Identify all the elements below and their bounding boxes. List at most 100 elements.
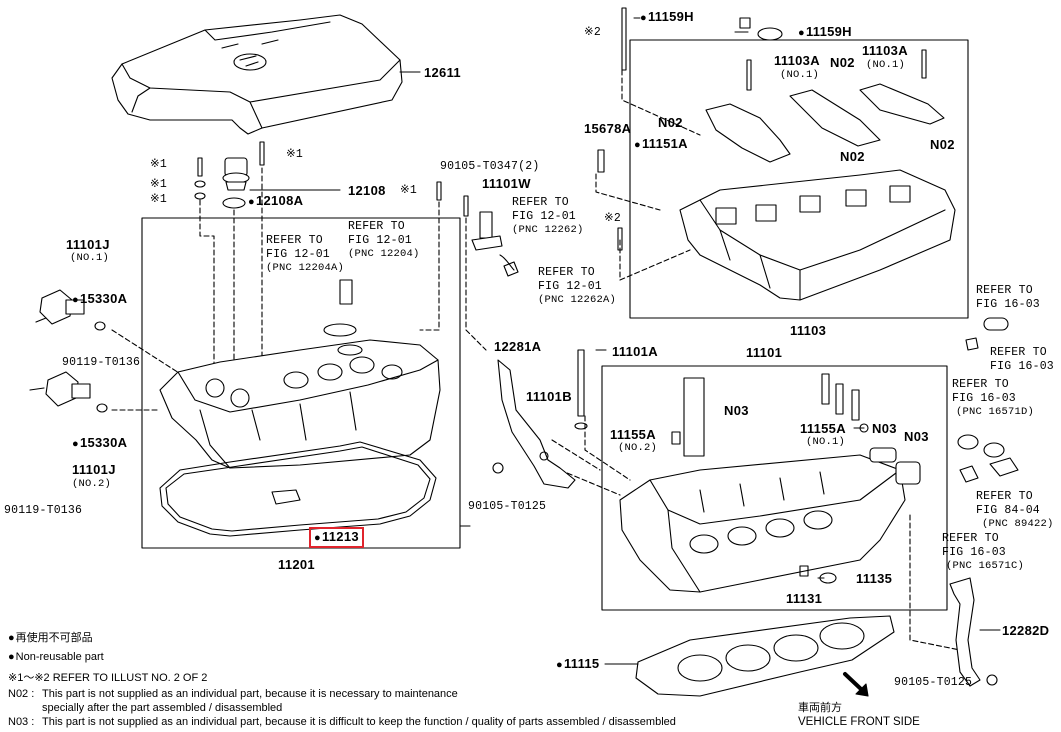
part-11101A[interactable]: 11101A [612, 344, 658, 359]
ref-1-line3: (PNC 12204A) [266, 262, 345, 274]
ref-9-line2: FIG 16-03 [942, 546, 1006, 559]
ref-5-line2: FIG 16-03 [976, 298, 1040, 311]
front-side-jp: 車両前方 [798, 702, 842, 714]
ref-3-line2: FIG 12-01 [512, 210, 576, 223]
part-11101[interactable]: 11101 [746, 345, 783, 360]
n02-label-d: N02 [930, 137, 955, 152]
part-15330A-2[interactable]: 15330A [72, 436, 127, 451]
oil-control-valves-drawing [29, 289, 108, 413]
part-90105-T0125-b[interactable]: 90105-T0125 [894, 676, 973, 689]
part-12282D[interactable]: 12282D [1002, 623, 1050, 638]
ref-8-line2: FIG 84-04 [976, 504, 1040, 517]
part-90119-T0136-1[interactable]: 90119-T0136 [62, 356, 141, 369]
part-11155A-no2-note: (NO.2) [618, 442, 658, 454]
legend-reuse-jp: 再使用不可部品 [8, 632, 93, 645]
ref-9-line1: REFER TO [942, 532, 999, 545]
n02-label-c: N02 [840, 149, 865, 164]
n03-label-b: N03 [872, 421, 897, 436]
ref-1-line1: REFER TO [266, 234, 323, 247]
head-cover-gasket-drawing [159, 441, 437, 537]
part-11155A-no2[interactable]: 11155A [610, 427, 656, 442]
part-11159H-1[interactable]: 11159H [640, 10, 694, 25]
note-mark-1d: ※1 [286, 148, 303, 161]
part-11115[interactable]: 11115 [556, 657, 599, 672]
part-11135[interactable]: 11135 [856, 571, 893, 586]
oil-cap-drawing [222, 157, 250, 209]
cylinder-head-drawing [574, 349, 921, 593]
legend-n03-label: N03 : [8, 716, 35, 728]
part-15678A[interactable]: 15678A [584, 121, 632, 136]
part-90105-T0347[interactable]: 90105-T0347(2) [440, 160, 540, 173]
part-11101J-no2-note: (NO.2) [72, 478, 112, 490]
part-12611[interactable]: 12611 [424, 65, 461, 80]
engine-cover-drawing [111, 14, 403, 135]
part-11101J-no1[interactable]: 11101J [66, 237, 110, 252]
part-11201[interactable]: 11201 [278, 557, 315, 572]
legend-note-refer: ※1～※2 REFER TO ILLUST NO. 2 OF 2 [8, 672, 208, 684]
ref-2-line2: FIG 12-01 [348, 234, 412, 247]
ref-7-line2: FIG 16-03 [952, 392, 1016, 405]
part-90119-T0136-2[interactable]: 90119-T0136 [4, 504, 83, 517]
part-11103A-2[interactable]: 11103A [862, 43, 908, 58]
ref-4-line2: FIG 12-01 [538, 280, 602, 293]
ref-7-line3: (PNC 16571D) [956, 406, 1035, 418]
ref-1-line2: FIG 12-01 [266, 248, 330, 261]
legend-n02-text1: This part is not supplied as an individu… [42, 688, 458, 700]
part-11103A-1[interactable]: 11103A [774, 53, 820, 68]
front-side-en: VEHICLE FRONT SIDE [798, 716, 920, 728]
n02-label-b: N02 [658, 115, 683, 130]
ref-6-line2: FIG 16-03 [990, 360, 1054, 373]
leader-lines [111, 69, 961, 651]
note-mark-2b: ※2 [604, 212, 621, 225]
bolts-drawing [194, 141, 469, 217]
part-15330A-1[interactable]: 15330A [72, 292, 127, 307]
ref-4-line3: (PNC 12262A) [538, 294, 617, 306]
ref-4-line1: REFER TO [538, 266, 595, 279]
legend-nonreusable: Non-reusable part [8, 651, 104, 664]
legend-n03-text1: This part is not supplied as an individu… [42, 716, 676, 728]
note-mark-1e: ※1 [400, 184, 417, 197]
front-direction-arrowhead [855, 683, 869, 697]
group-box-11103 [629, 39, 969, 319]
part-11213[interactable]: 11213 [309, 527, 364, 548]
part-12108A[interactable]: 12108A [248, 194, 303, 209]
ref-5-line1: REFER TO [976, 284, 1033, 297]
part-11131[interactable]: 11131 [786, 591, 823, 606]
part-11101B[interactable]: 11101B [526, 389, 572, 404]
ref-8-line3: (PNC 89422) [982, 518, 1054, 530]
legend-n02-text2: specially after the part assembled / dis… [42, 702, 283, 714]
ref-3-line3: (PNC 12262) [512, 224, 584, 236]
bracket-12281A-drawing [492, 359, 576, 489]
part-11103A-2-note: (NO.1) [866, 59, 906, 71]
note-mark-1c: ※1 [150, 193, 167, 206]
part-11101W[interactable]: 11101W [482, 176, 531, 191]
part-11155A-no1[interactable]: 11155A [800, 421, 846, 436]
note-mark-1b: ※1 [150, 178, 167, 191]
cylinder-head-cover-drawing [159, 279, 441, 469]
ref-2-line1: REFER TO [348, 220, 405, 233]
part-11151A[interactable]: 11151A [634, 137, 688, 152]
right-side-fittings-drawing [957, 317, 1019, 483]
part-12108[interactable]: 12108 [348, 183, 386, 198]
legend-n02-label: N02 : [8, 688, 35, 700]
part-11155A-no1-note: (NO.1) [806, 436, 846, 448]
n03-label-c: N03 [904, 429, 929, 444]
part-11103[interactable]: 11103 [790, 323, 827, 338]
part-11103A-1-note: (NO.1) [780, 69, 820, 81]
n03-label-a: N03 [724, 403, 749, 418]
n02-label-a: N02 [830, 55, 855, 70]
ref-3-line1: REFER TO [512, 196, 569, 209]
part-11159H-2[interactable]: 11159H [798, 25, 852, 40]
part-90105-T0125-a[interactable]: 90105-T0125 [468, 500, 547, 513]
front-direction-arrow-icon [843, 672, 864, 692]
part-12281A[interactable]: 12281A [494, 339, 542, 354]
group-box-11201 [141, 217, 461, 549]
ref-2-line3: (PNC 12204) [348, 248, 420, 260]
label-leaders [249, 17, 1001, 665]
ref-6-line1: REFER TO [990, 346, 1047, 359]
note-mark-1a: ※1 [150, 158, 167, 171]
part-11101J-no2[interactable]: 11101J [72, 462, 116, 477]
part-11101J-no1-note: (NO.1) [70, 252, 110, 264]
